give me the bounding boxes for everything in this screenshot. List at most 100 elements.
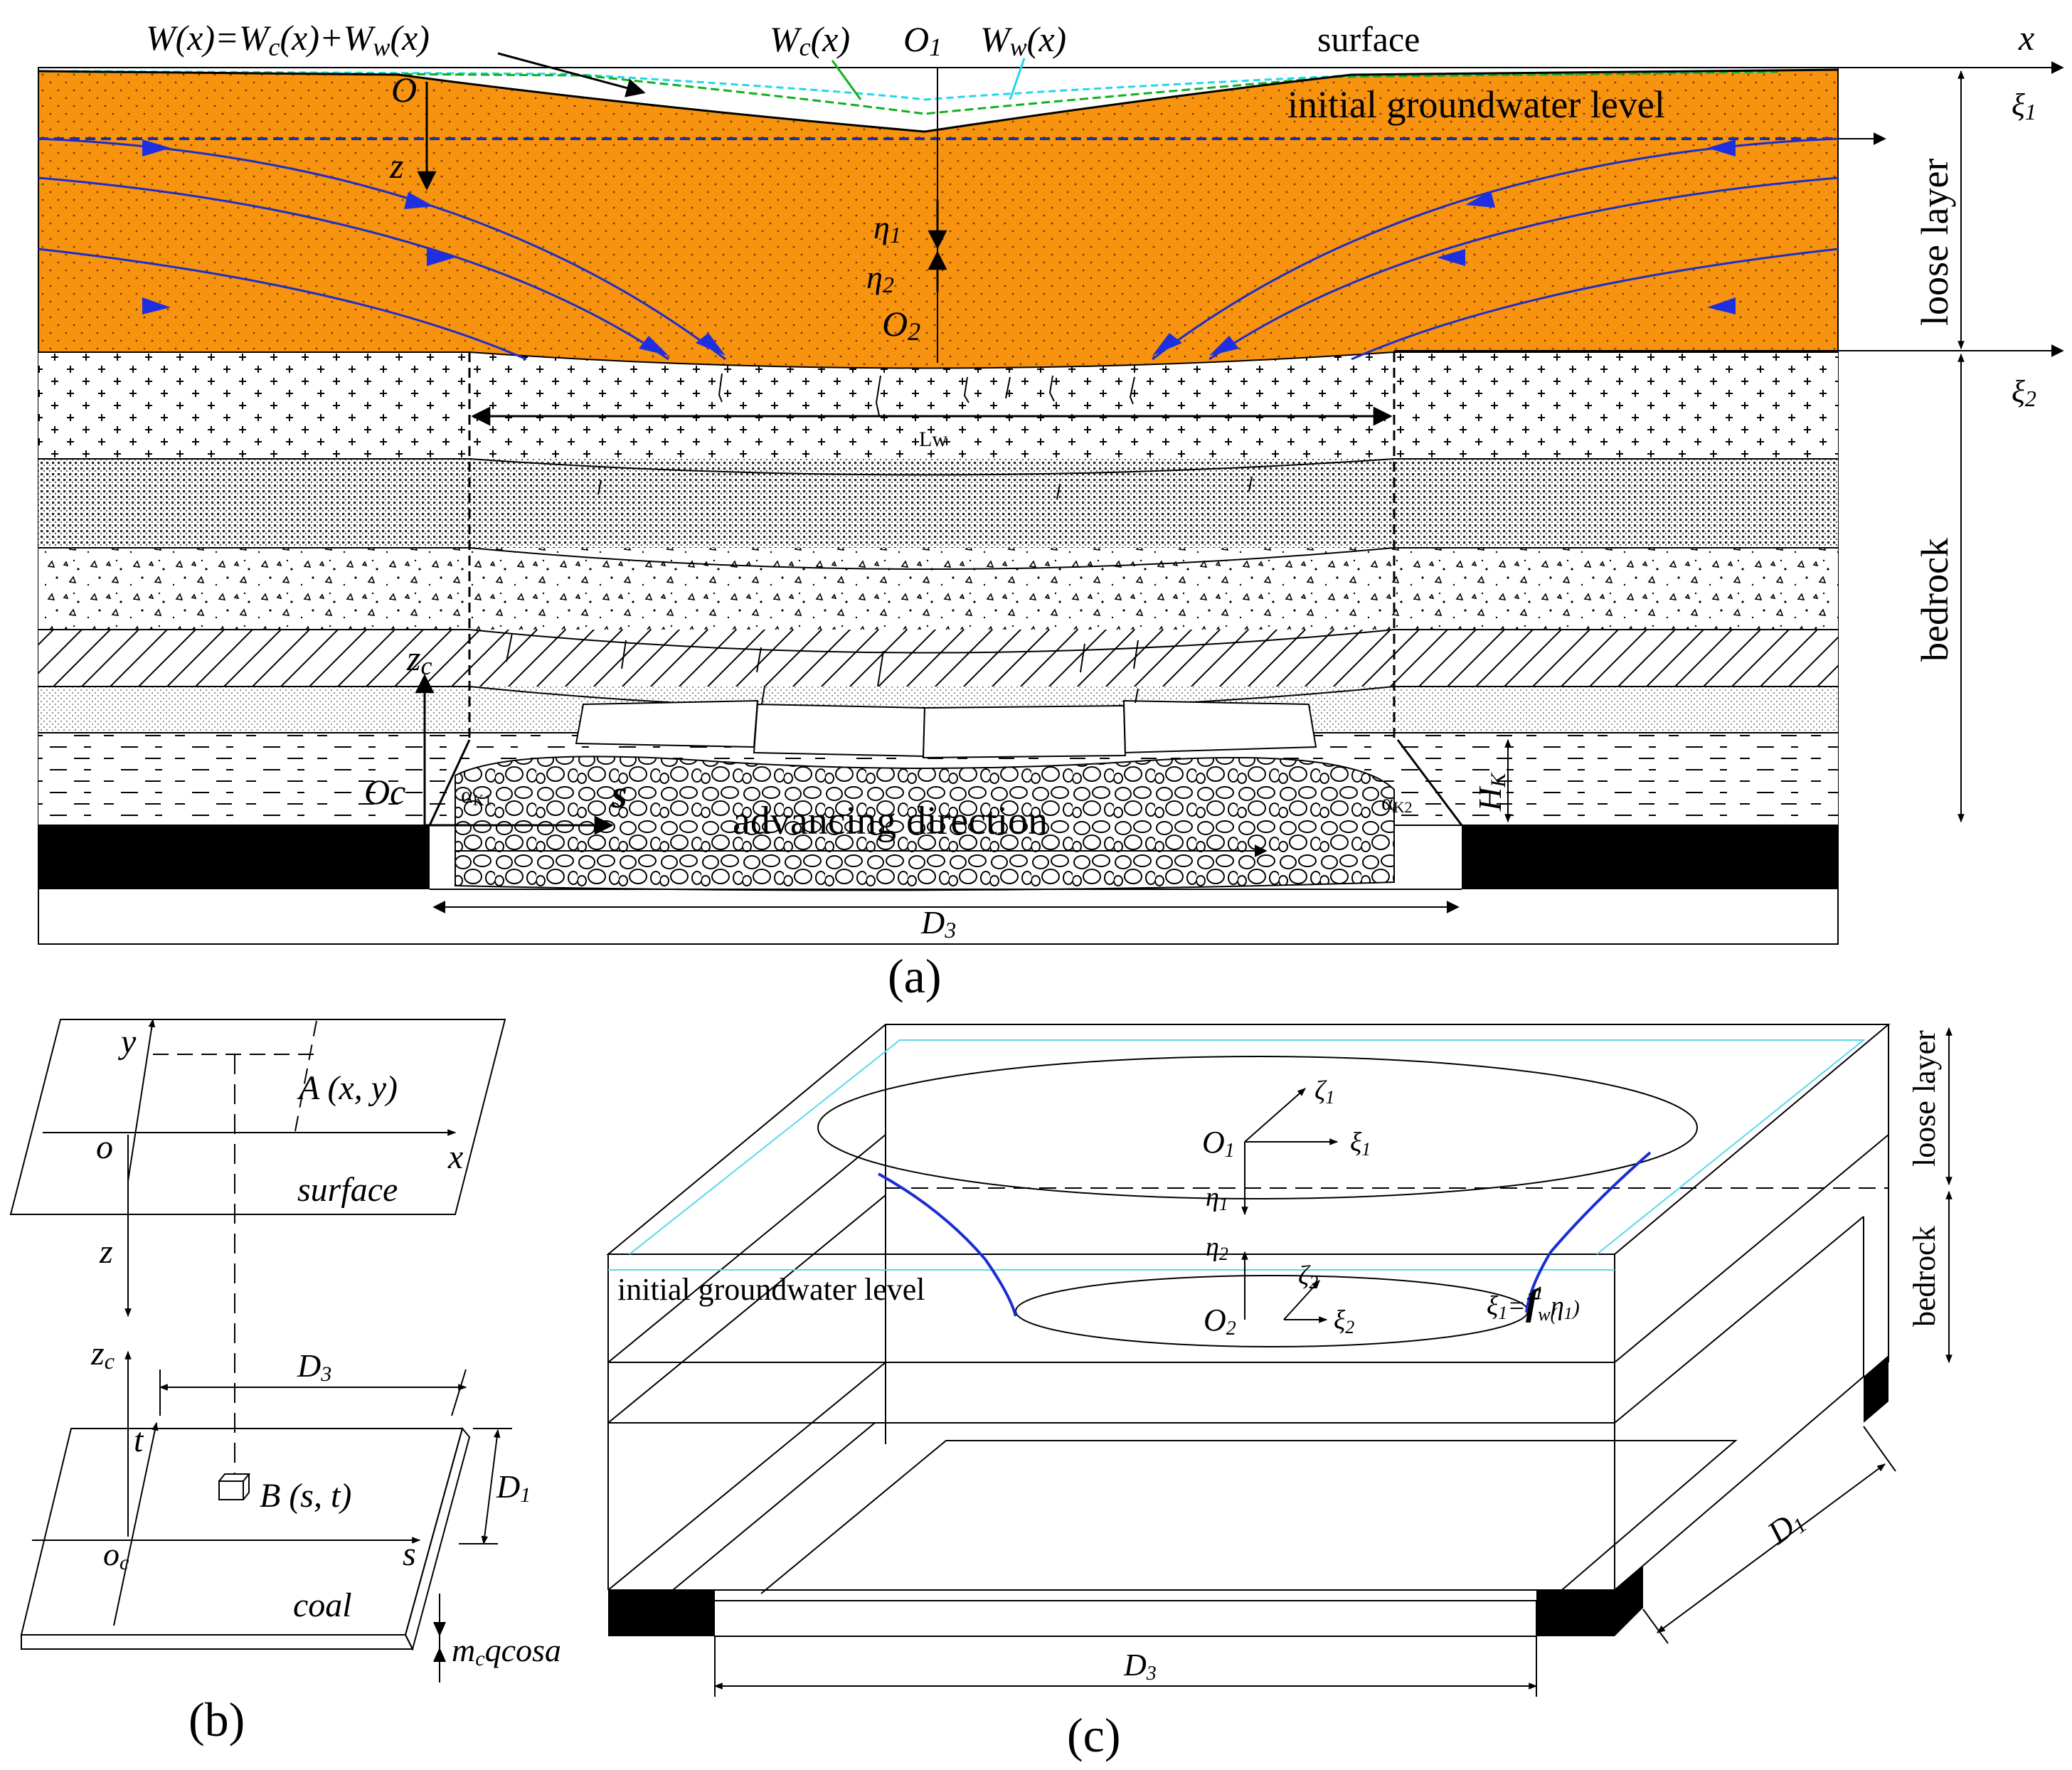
panel-b: y A (x, y) o x surface z zc D3 t B (s, t… xyxy=(9,1018,561,1747)
panel-c: ζ1 O1 ξ1 η1 η2 ζ2 O2 ξ2 initial groundwa… xyxy=(606,1024,1953,1762)
label-Wc: Wc(x) xyxy=(770,19,850,61)
b-label-z: z xyxy=(99,1233,113,1271)
b-thickness-arrows xyxy=(433,1621,446,1663)
flow-arrowheads xyxy=(142,139,1736,356)
c-zeta1-axis xyxy=(1244,1088,1306,1143)
caption-a: (a) xyxy=(888,949,941,1003)
label-Lw: Lw xyxy=(919,428,947,451)
c-funnel-left xyxy=(878,1172,1017,1317)
b-label-x: x xyxy=(447,1138,463,1176)
c-D1-dim xyxy=(1657,1463,1886,1633)
coal-plate-front xyxy=(21,1634,414,1650)
label-alpha-k2: αK2 xyxy=(1381,789,1413,816)
b-label-o: o xyxy=(96,1128,113,1166)
formula-pointer xyxy=(497,52,646,97)
c-label-bedrock: bedrock xyxy=(1907,1226,1942,1327)
stratum-hatched xyxy=(38,630,1838,687)
b-y-axis xyxy=(127,1018,156,1182)
c-label-D1: D1 xyxy=(1760,1501,1812,1553)
goaf-right-slope xyxy=(1396,739,1463,826)
label-eta1: η1 xyxy=(873,209,901,248)
label-xi2: ξ2 xyxy=(2012,374,2036,411)
label-initial-gw: initial groundwater level xyxy=(1287,83,1665,126)
stratum-dense xyxy=(38,459,1838,548)
label-D3-a: D3 xyxy=(920,904,956,943)
c-label-eta1: η1 xyxy=(1206,1182,1228,1214)
goaf-left-slope xyxy=(428,739,471,826)
c-label-zeta2: ζ2 xyxy=(1298,1261,1318,1293)
formula-W: W(x)=Wc(x)+Ww(x) xyxy=(146,18,430,61)
caption-c: (c) xyxy=(1067,1708,1120,1762)
c-funnel-right xyxy=(1525,1151,1652,1313)
label-advancing: advancing direction xyxy=(733,799,1048,843)
label-Hk: HK xyxy=(1472,772,1510,812)
c-label-D3: D3 xyxy=(1123,1648,1157,1685)
b-label-y: y xyxy=(117,1023,137,1061)
b-label-oc: oc xyxy=(103,1536,129,1574)
label-z: z xyxy=(389,146,403,186)
c-label-xi1: ξ1 xyxy=(1350,1128,1371,1160)
label-zc: zc xyxy=(406,638,432,680)
c-D1-ext2 xyxy=(1863,1426,1896,1472)
c-box-edges xyxy=(606,1024,1891,1594)
coal-seam-left xyxy=(38,825,430,889)
label-x-axis: x xyxy=(2018,18,2034,58)
b-label-D1: D1 xyxy=(496,1468,531,1507)
caption-b: (b) xyxy=(188,1692,245,1747)
b-label-B: B (s, t) xyxy=(260,1477,351,1515)
c-label-zeta1: ζ1 xyxy=(1314,1076,1334,1108)
c-label-O2: O2 xyxy=(1204,1303,1236,1340)
b-t-axis xyxy=(113,1421,159,1626)
c-top-ellipse xyxy=(817,1056,1698,1199)
b-label-coal: coal xyxy=(293,1586,352,1624)
c-label-eta2: η2 xyxy=(1206,1232,1228,1264)
stratum-gravel xyxy=(38,548,1838,630)
c-cyan-top xyxy=(629,1039,1866,1255)
label-loose-layer: loose layer xyxy=(1913,159,1956,326)
label-origin-O: O xyxy=(391,70,417,110)
c-base-plate xyxy=(715,1600,1537,1637)
label-bedrock: bedrock xyxy=(1913,538,1956,662)
c-label-loose-layer: loose layer xyxy=(1907,1030,1942,1167)
c-D1-ext1 xyxy=(1642,1609,1669,1644)
label-eta2: η2 xyxy=(866,259,894,297)
caved-zone xyxy=(455,756,1395,891)
label-s: s xyxy=(611,773,627,817)
c-coal-back xyxy=(1864,1355,1888,1423)
label-Oc: Oc xyxy=(364,772,405,812)
label-xi1: ξ1 xyxy=(2012,88,2036,124)
coal-plate-top xyxy=(20,1428,464,1636)
c-zeta2-axis xyxy=(1283,1280,1320,1320)
surface-plane xyxy=(9,1019,506,1215)
panel-a: W(x)=Wc(x)+Ww(x) Wc(x) O1 Ww(x) surface … xyxy=(38,18,2064,1003)
wc-curve xyxy=(70,70,1779,115)
broken-blocks xyxy=(575,699,1317,759)
cracks xyxy=(506,373,1253,705)
b-D1-dimension xyxy=(481,1429,501,1545)
ww-curve xyxy=(70,70,1779,101)
b-D3-ext-right xyxy=(451,1369,467,1416)
c-coal-left xyxy=(608,1590,715,1636)
c-label-xi2: ξ2 xyxy=(1334,1305,1354,1337)
wc-pointer xyxy=(831,60,862,100)
c-bottom-ellipse xyxy=(1015,1275,1529,1347)
b-label-surface: surface xyxy=(297,1171,398,1209)
ww-pointer xyxy=(1009,58,1026,100)
b-label-zc: zc xyxy=(90,1335,115,1374)
b-label-thickness: mcqcosa xyxy=(452,1632,561,1670)
b-label-D3: D3 xyxy=(297,1347,331,1386)
label-surface: surface xyxy=(1317,19,1420,59)
stratum-granular xyxy=(38,352,1838,459)
label-alpha-k1: αK1 xyxy=(461,782,492,809)
b-x-guide xyxy=(294,1020,317,1132)
label-O2: O2 xyxy=(882,304,920,346)
c-label-initial-gw: initial groundwater level xyxy=(617,1272,925,1307)
b-element-box xyxy=(218,1473,251,1500)
b-label-t: t xyxy=(134,1421,144,1459)
coal-seam-right xyxy=(1462,825,1838,889)
label-O1: O1 xyxy=(903,19,942,61)
c-label-O1: O1 xyxy=(1202,1125,1235,1162)
c-coal-right xyxy=(1536,1565,1643,1636)
